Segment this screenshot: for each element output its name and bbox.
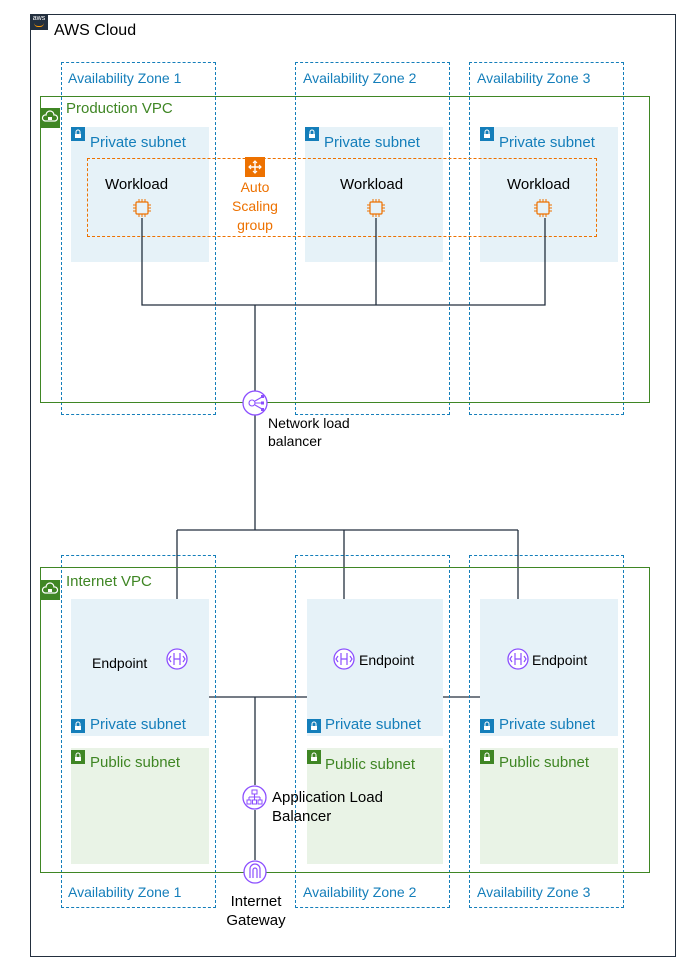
- internet-gateway-icon: [243, 860, 267, 884]
- az-2-bottom: [295, 555, 450, 908]
- cloud-lock-icon: [40, 108, 60, 128]
- aws-cloud-title: AWS Cloud: [54, 22, 137, 39]
- prod-private-subnet-2-label: Private subnet: [324, 134, 420, 151]
- workload-2-label: Workload: [340, 176, 404, 193]
- instance-chip-icon: [367, 199, 385, 217]
- az-1-bottom: [61, 555, 216, 908]
- padlock-icon: [480, 127, 494, 141]
- inet-private-subnet-2: [307, 599, 443, 736]
- public-subnet-2-label: Public subnet: [325, 756, 416, 773]
- public-subnet-2: [307, 748, 443, 864]
- vpc-endpoint-icon: [507, 648, 529, 670]
- prod-private-subnet-3: [480, 127, 618, 262]
- prod-private-subnet-1: [71, 127, 209, 262]
- inet-private-subnet-1: [71, 599, 209, 736]
- public-subnet-3-label: Public subnet: [499, 754, 590, 771]
- auto-scaling-group-label: Auto Scaling group: [232, 179, 278, 233]
- inet-private-subnet-1-label: Private subnet: [90, 716, 186, 733]
- application-load-balancer-icon: [242, 785, 267, 810]
- padlock-icon: [305, 127, 319, 141]
- internet-vpc-label: Internet VPC: [66, 573, 152, 590]
- padlock-icon: [71, 127, 85, 141]
- network-load-balancer-label: Network load balancer: [268, 415, 350, 449]
- production-vpc: [40, 96, 650, 403]
- public-subnet-3: [480, 748, 618, 864]
- internet-gateway-label: Internet Gateway: [226, 893, 286, 929]
- auto-scaling-group: [87, 158, 597, 237]
- padlock-icon: [307, 750, 321, 764]
- endpoint-1-label: Endpoint: [92, 655, 148, 671]
- cloud-lock-icon: [40, 580, 60, 600]
- aws-logo-icon: aws: [30, 14, 48, 30]
- az-3-bottom: [469, 555, 624, 908]
- instance-chip-icon: [133, 199, 151, 217]
- padlock-icon: [71, 750, 85, 764]
- az-1-bottom-label: Availability Zone 1: [68, 884, 182, 900]
- workload-1-label: Workload: [105, 176, 169, 193]
- vpc-endpoint-icon: [333, 648, 355, 670]
- az-1-top-label: Availability Zone 1: [68, 70, 182, 86]
- prod-private-subnet-3-label: Private subnet: [499, 134, 595, 151]
- vpc-endpoint-icon: [166, 648, 188, 670]
- instance-chip-icon: [534, 199, 552, 217]
- az-3-top: [469, 62, 624, 415]
- inet-private-subnet-3-label: Private subnet: [499, 716, 595, 733]
- az-3-top-label: Availability Zone 3: [477, 70, 591, 86]
- auto-scaling-icon: [245, 157, 265, 177]
- az-3-bottom-label: Availability Zone 3: [477, 884, 591, 900]
- az-1-top: [61, 62, 216, 415]
- az-2-top-label: Availability Zone 2: [303, 70, 417, 86]
- production-vpc-label: Production VPC: [66, 100, 173, 117]
- workload-3-label: Workload: [507, 176, 571, 193]
- inet-private-subnet-2-label: Private subnet: [325, 716, 421, 733]
- az-2-top: [295, 62, 450, 415]
- endpoint-2-label: Endpoint: [359, 652, 415, 668]
- padlock-icon: [71, 719, 85, 733]
- endpoint-3-label: Endpoint: [532, 652, 588, 668]
- public-subnet-1-label: Public subnet: [90, 754, 181, 771]
- network-load-balancer-icon: [242, 390, 268, 416]
- prod-private-subnet-1-label: Private subnet: [90, 134, 186, 151]
- padlock-icon: [480, 719, 494, 733]
- public-subnet-1: [71, 748, 209, 864]
- padlock-icon: [307, 719, 321, 733]
- application-load-balancer-label: Application Load Balancer: [272, 789, 383, 825]
- prod-private-subnet-2: [305, 127, 443, 262]
- inet-private-subnet-3: [480, 599, 618, 736]
- az-2-bottom-label: Availability Zone 2: [303, 884, 417, 900]
- internet-vpc: [40, 567, 650, 873]
- padlock-icon: [480, 750, 494, 764]
- aws-cloud-frame: [30, 14, 676, 957]
